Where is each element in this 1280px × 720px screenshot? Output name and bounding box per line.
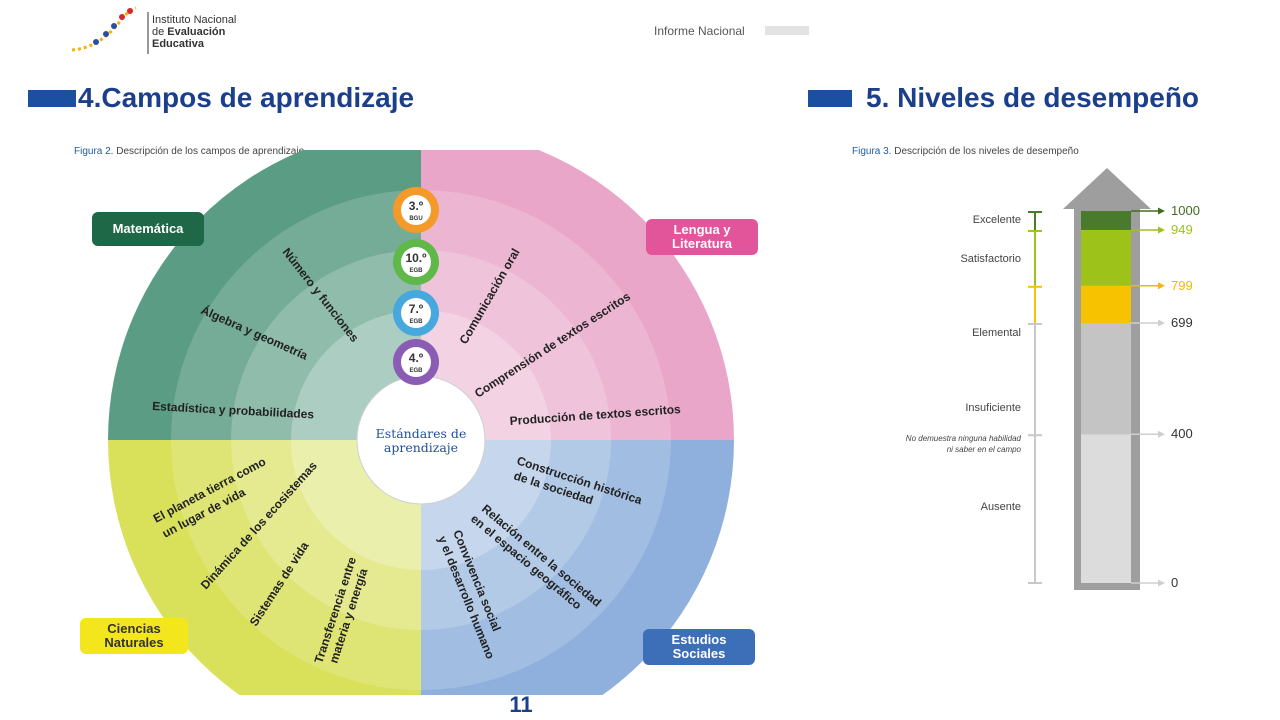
section5-bar: [808, 90, 852, 107]
section5-title: 5. Niveles de desempeño: [866, 82, 1200, 113]
area-label-lengua-box: [646, 219, 758, 255]
no-skill-note-line-1: No demuestra ninguna habilidad: [906, 434, 1022, 443]
svg-text:10.º: 10.º: [405, 251, 427, 265]
level-bar-1: [1081, 229, 1131, 286]
tick-label-699: 699: [1171, 315, 1193, 330]
svg-text:EGB: EGB: [409, 319, 423, 325]
center-label-line-1: Estándares de: [376, 426, 467, 441]
level-ticks: 1000 949 799 699 400 0: [1131, 203, 1200, 590]
area-label-ciencias-line-1: Ciencias: [107, 621, 160, 636]
tick-arrow-400: [1158, 430, 1165, 438]
area-label-estudios-line-1: Estudios: [672, 632, 727, 647]
page-number: 11: [509, 692, 532, 717]
level-label-insuficiente: Insuficiente: [965, 402, 1021, 414]
svg-text:4.º: 4.º: [409, 351, 424, 365]
tick-arrow-1000: [1158, 207, 1165, 215]
level-bar-0: [1081, 211, 1131, 230]
area-label-matematica-box: [92, 212, 204, 246]
logo-text: Instituto Nacional de Evaluación Educati…: [152, 14, 236, 50]
logo-line-2: de Evaluación: [152, 26, 226, 38]
area-label-lengua-line-1: Lengua y: [673, 222, 731, 237]
level-label-elemental: Elemental: [972, 327, 1021, 339]
logo-line-3: Educativa: [152, 38, 204, 50]
learning-fields-wheel: Estándares de aprendizaje 3.º BGU 10.º E…: [80, 150, 758, 717]
svg-text:BGU: BGU: [409, 216, 422, 222]
logo-line-1: Instituto Nacional: [152, 14, 237, 26]
report-title-placeholder-bar: [765, 26, 809, 35]
level-bar-3: [1081, 322, 1131, 435]
level-bars: [1081, 211, 1131, 583]
section4-bar: [28, 90, 76, 107]
area-label-lengua-line-2: Literatura: [672, 236, 733, 251]
area-label-estudios-box: [643, 629, 755, 665]
area-label-ciencias-box: [80, 618, 188, 654]
grade-badge-7-egb: 7.º EGB: [393, 290, 439, 336]
tick-label-400: 400: [1171, 426, 1193, 441]
tick-arrow-799: [1158, 282, 1165, 290]
figure3-caption: Figura 3. Descripción de los niveles de …: [852, 146, 1079, 157]
area-label-matematica: Matemática: [113, 221, 185, 236]
area-label-ciencias-line-2: Naturales: [104, 635, 163, 650]
grade-badge-4-egb: 4.º EGB: [393, 339, 439, 385]
report-title: Informe Nacional: [654, 24, 745, 38]
tick-label-949: 949: [1171, 222, 1193, 237]
tick-label-799: 799: [1171, 278, 1193, 293]
level-bar-4: [1081, 434, 1131, 583]
no-skill-note-line-2: ni saber en el campo: [947, 445, 1022, 454]
level-label-excelente: Excelente: [973, 214, 1021, 226]
center-label-line-2: aprendizaje: [384, 440, 458, 455]
ineval-logo: [71, 6, 149, 54]
area-label-estudios-line-2: Sociales: [673, 646, 726, 661]
tick-arrow-699: [1158, 319, 1165, 327]
tick-label-0: 0: [1171, 575, 1178, 590]
svg-text:3.º: 3.º: [409, 199, 424, 213]
tick-arrow-949: [1158, 226, 1165, 234]
level-brackets: [1028, 211, 1042, 584]
quadrant-matematica: [108, 150, 421, 440]
quadrant-lengua: [421, 150, 734, 440]
svg-text:EGB: EGB: [409, 368, 423, 374]
svg-text:EGB: EGB: [409, 268, 423, 274]
level-bar-2: [1081, 285, 1131, 323]
grade-badge-3-bgu: 3.º BGU: [393, 187, 439, 233]
grade-badge-10-egb: 10.º EGB: [393, 239, 439, 285]
level-label-ausente: Ausente: [981, 501, 1021, 513]
svg-text:7.º: 7.º: [409, 302, 424, 316]
figure2-caption: Figura 2. Descripción de los campos de a…: [74, 146, 305, 157]
tick-arrow-0: [1158, 579, 1165, 587]
tick-label-1000: 1000: [1171, 203, 1200, 218]
section4-title: 4.Campos de aprendizaje: [78, 82, 415, 113]
level-label-satisfactorio: Satisfactorio: [960, 253, 1021, 265]
